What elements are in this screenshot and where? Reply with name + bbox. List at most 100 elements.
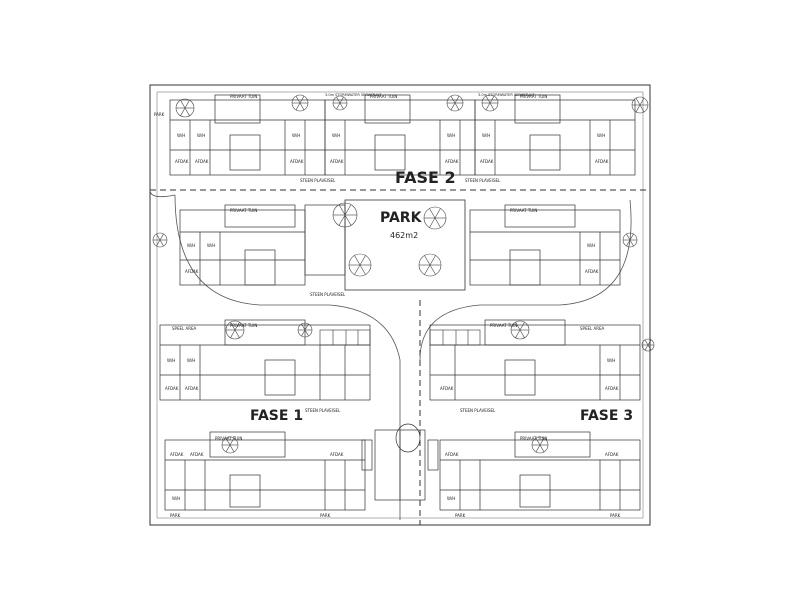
afdak-4: AFDAK (330, 159, 344, 164)
tree-branch (229, 437, 235, 446)
steen-plaveisel-top: STEEN PLAVEISEL (300, 178, 336, 183)
tree-branch (639, 104, 645, 113)
afdak-9: AFDAK (585, 269, 599, 274)
tree-branch (344, 214, 352, 226)
afdak-17: AFDAK (445, 452, 459, 457)
tree-branch (429, 255, 436, 266)
tree-branch (644, 339, 649, 346)
tree-branch (424, 264, 431, 275)
tree-branch (429, 264, 436, 275)
tree-branch (429, 208, 436, 219)
road-curve-left (174, 194, 401, 520)
privaat-tuin-btr: PRIVAAT TUIN (520, 436, 547, 441)
wh-5: W/H (447, 133, 455, 138)
tree-branch (338, 204, 346, 216)
afdak-1: AFDAK (175, 159, 189, 164)
tree-branch (295, 95, 301, 104)
steen-plaveisel-top-r: STEEN PLAVEISEL (465, 178, 501, 183)
block-second-right (469, 204, 621, 286)
block-second-left (179, 204, 346, 286)
tree-branch (229, 444, 235, 453)
tree-branch (156, 239, 161, 247)
afdak-8: AFDAK (185, 269, 199, 274)
tree-branch (299, 95, 305, 104)
wh-2: W/H (197, 133, 205, 138)
tree-branch (156, 233, 161, 241)
tree-branch (336, 96, 341, 104)
wh-8: W/H (187, 243, 195, 248)
park-small-bl: PARK (170, 513, 181, 518)
afdak-13: AFDAK (605, 386, 619, 391)
tree-branch (489, 102, 495, 111)
tree-branch (644, 344, 649, 351)
tree-branch (647, 339, 652, 346)
tree-branch (635, 97, 641, 106)
tree-branch (354, 255, 361, 266)
park-small-tl: PARK (154, 112, 165, 117)
tree-branch (184, 107, 190, 116)
steen-plaveisel-bl: STEEN PLAVEISEL (305, 408, 341, 413)
tree-branch (230, 322, 236, 331)
park-area-label: 462m2 (390, 231, 418, 240)
tree-branch (354, 264, 361, 275)
tree-branch (519, 329, 525, 338)
wh-11: W/H (167, 358, 175, 363)
tree-branch (424, 255, 431, 266)
tree-branch (359, 264, 366, 275)
tree-branch (434, 217, 441, 228)
privaat-tuin-tm: PRIVAAT TUIN (370, 94, 397, 99)
block-bottom-right (439, 431, 641, 511)
site-boundary (149, 84, 651, 526)
tree-branch (485, 95, 491, 104)
wh-15: W/H (447, 496, 455, 501)
tree-branch (159, 233, 164, 241)
speel-area-left: SPEEL AREA (172, 326, 197, 331)
wh-7: W/H (597, 133, 605, 138)
park-small-bm: PARK (320, 513, 331, 518)
privaat-tuin-br: PRIVAAT TUIN (490, 323, 517, 328)
tree-branch (626, 239, 631, 247)
park-small-brr: PARK (610, 513, 621, 518)
parking-bays-left (319, 329, 371, 346)
privaat-tuin-bl: PRIVAAT TUIN (230, 323, 257, 328)
tree-branch (429, 217, 436, 228)
tree-branch (450, 102, 456, 111)
tree-branch (225, 444, 231, 453)
wh-13: W/H (607, 358, 615, 363)
tree-branch (339, 102, 344, 110)
road-curve-right (419, 199, 632, 361)
tree-branch (234, 322, 240, 331)
afdak-16: AFDAK (330, 452, 344, 457)
privaat-tuin-tr: PRIVAAT TUIN (520, 94, 547, 99)
fase-3-label: FASE 3 (580, 408, 633, 424)
tree-branch (450, 95, 456, 104)
road-loop-top (149, 189, 176, 198)
tree-branch (454, 102, 460, 111)
wh-12: W/H (187, 358, 195, 363)
wh-9: W/H (207, 243, 215, 248)
afdak-15: AFDAK (190, 452, 204, 457)
wh-10: W/H (587, 243, 595, 248)
tree-branch (535, 437, 541, 446)
tree-branch (515, 322, 521, 331)
afdak-5: AFDAK (445, 159, 459, 164)
tree-branch (539, 444, 545, 453)
steen-plaveisel-br: STEEN PLAVEISEL (460, 408, 496, 413)
tree-branch (301, 329, 306, 337)
tree-branch (304, 329, 309, 337)
tree-branch (338, 214, 346, 226)
tree-branch (454, 95, 460, 104)
tree-branch (539, 437, 545, 446)
tree-branch (626, 233, 631, 241)
tree-branch (344, 204, 352, 216)
steen-plaveisel-mid: STEEN PLAVEISEL (310, 292, 346, 297)
privaat-tuin-ml: PRIVAAT TUIN (230, 208, 257, 213)
tree-branch (629, 239, 634, 247)
tree-branch (485, 102, 491, 111)
afdak-12: AFDAK (440, 386, 454, 391)
tree-branch (647, 344, 652, 351)
tree-branch (301, 323, 306, 331)
afdak-7: AFDAK (595, 159, 609, 164)
park-label: PARK (380, 210, 423, 226)
